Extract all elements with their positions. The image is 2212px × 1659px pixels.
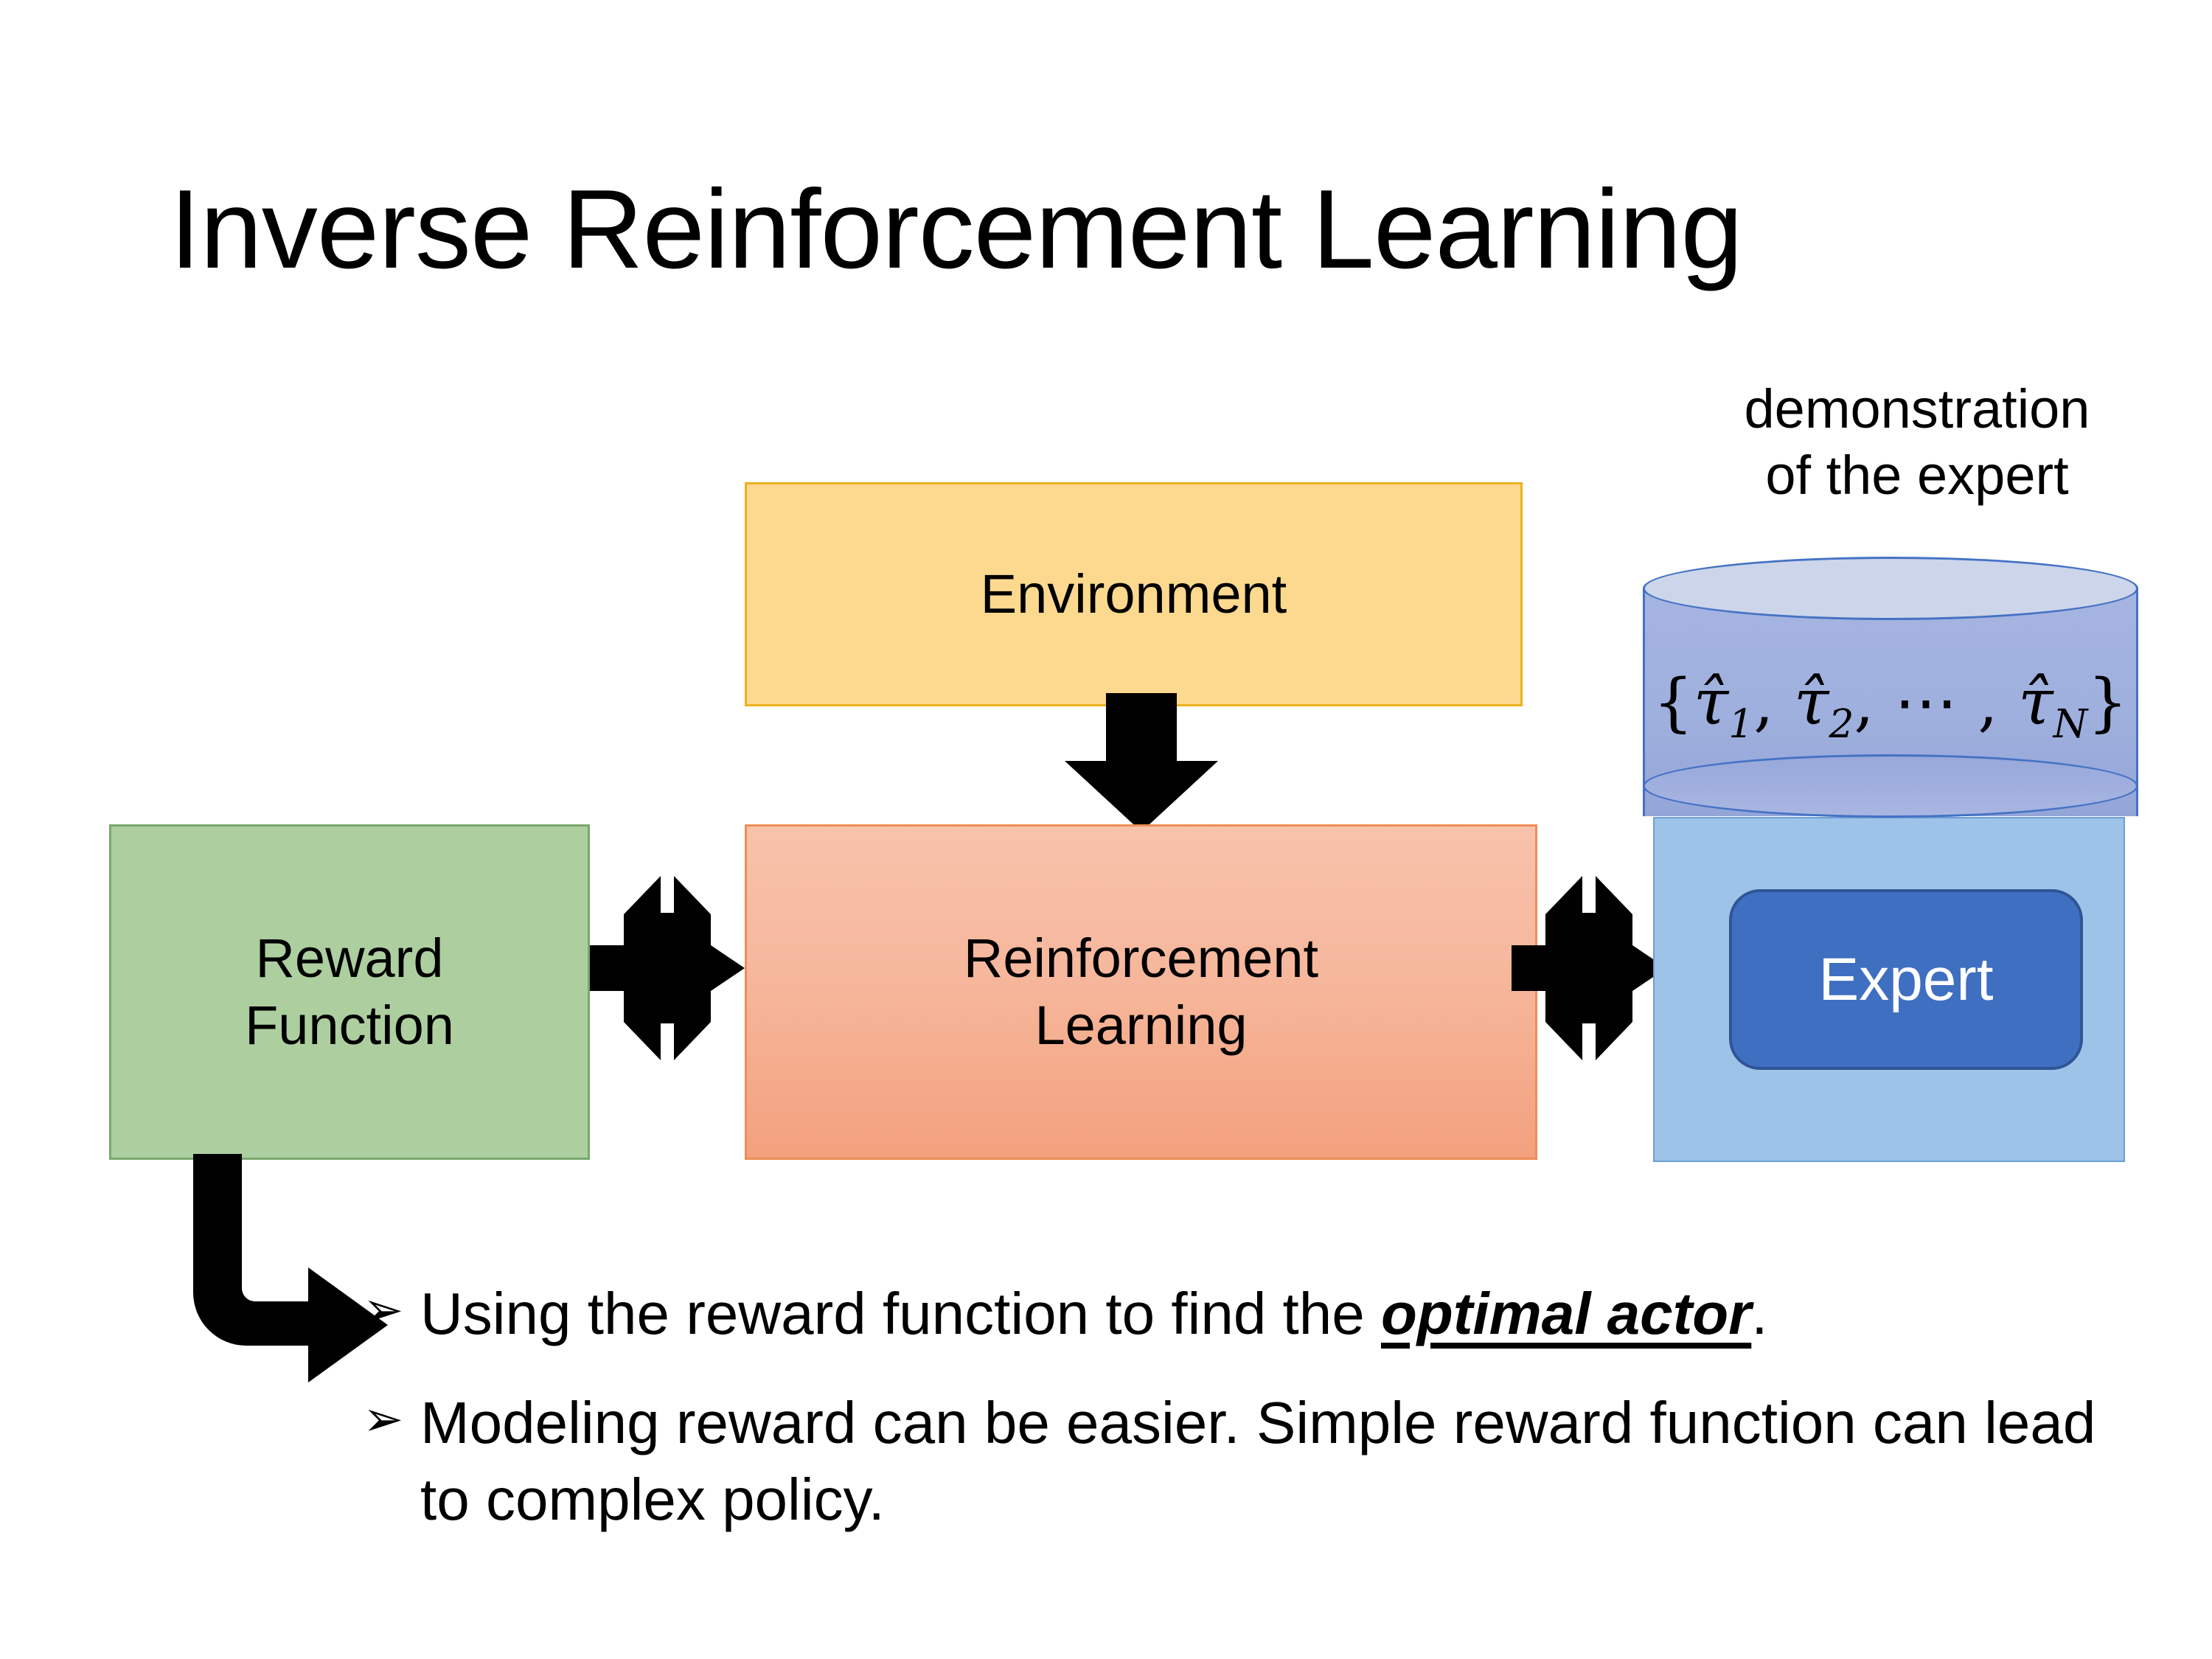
expert-box: Expert: [1729, 889, 2083, 1070]
bullet-text: Modeling reward can be easier. Simple re…: [420, 1385, 2132, 1538]
demonstration-database-cylinder: {τ̂1, τ̂2, ⋯ , τ̂N}: [1643, 557, 2138, 848]
bullet-list: ➢ Using the reward function to find the …: [363, 1276, 2132, 1571]
rl-label-line2: Learning: [1034, 994, 1248, 1056]
reward-label-line1: Reward: [255, 928, 444, 990]
demonstration-caption-line1: demonstration: [1744, 378, 2090, 439]
four-way-arrow-icon: [1512, 876, 1666, 1060]
trajectory-set-label: {τ̂1, τ̂2, ⋯ , τ̂N}: [1652, 666, 2129, 748]
environment-box: Environment: [745, 482, 1523, 706]
bullet-1-prefix: Using the reward function to find the: [420, 1281, 1381, 1346]
reinforcement-learning-box: Reinforcement Learning: [745, 824, 1537, 1160]
bullet-2-prefix: Modeling reward can be easier. Simple re…: [420, 1390, 2096, 1532]
bullet-marker-icon: ➢: [363, 1391, 404, 1447]
bent-arrow-icon: [193, 1154, 388, 1382]
reward-function-box: Reward Function: [109, 824, 590, 1160]
demonstration-caption: demonstration of the expert: [1644, 376, 2190, 509]
down-arrow-icon: [1065, 693, 1218, 832]
demonstration-caption-line2: of the expert: [1765, 445, 2069, 507]
bullet-marker-icon: ➢: [363, 1281, 404, 1338]
list-item: ➢ Using the reward function to find the …: [363, 1276, 2132, 1352]
reward-label-line2: Function: [245, 994, 454, 1056]
bullet-1-emphasis: optimal actor: [1380, 1281, 1752, 1346]
environment-label: Environment: [980, 563, 1287, 625]
rl-label-line1: Reinforcement: [963, 928, 1319, 990]
page-title: Inverse Reinforcement Learning: [170, 167, 1743, 292]
list-item: ➢ Modeling reward can be easier. Simple …: [363, 1385, 2132, 1538]
bullet-1-suffix: .: [1751, 1281, 1768, 1346]
cylinder-top-ellipse: [1643, 557, 2138, 620]
four-way-arrow-icon: [590, 876, 745, 1060]
cylinder-bottom-ellipse: [1643, 754, 2138, 818]
bullet-text: Using the reward function to find the op…: [420, 1276, 2132, 1352]
expert-label: Expert: [1818, 945, 1994, 1013]
